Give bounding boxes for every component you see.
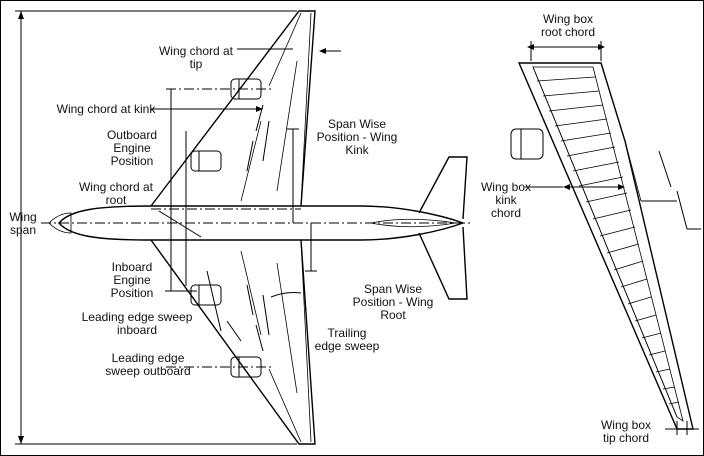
leader-chord-root <box>158 210 202 238</box>
leader-le-outboard <box>226 320 242 342</box>
label-wing-chord-tip: Wing chord at tip <box>158 44 234 71</box>
horizontal-tail <box>418 156 468 300</box>
wing-span-dimension <box>15 10 297 445</box>
span-position-root-dimension <box>305 223 317 272</box>
label-trailing-edge-sweep: Trailing edge sweep <box>314 326 380 353</box>
label-outboard-engine: Outboard Engine Position <box>106 128 158 168</box>
label-le-sweep-outboard: Leading edge sweep outboard <box>105 351 191 378</box>
span-position-kink-dimension <box>287 128 299 223</box>
engine-inboard-upper <box>190 150 222 172</box>
leader-le-inboard <box>206 270 222 332</box>
engine-inboard-lower <box>190 284 222 306</box>
label-wing-chord-root: Wing chord at root <box>78 180 154 207</box>
label-wing-box-root-chord: Wing box root chord <box>540 12 596 39</box>
label-wing-box-kink-chord: Wing box kink chord <box>480 180 532 220</box>
fuselage <box>48 205 466 241</box>
wing-box-drawing <box>510 41 701 435</box>
engine-position-dimension <box>165 89 197 292</box>
label-span-pos-root: Span Wise Position - Wing Root <box>352 282 434 322</box>
label-wing-box-tip-chord: Wing box tip chord <box>600 418 652 445</box>
label-inboard-engine: Inboard Engine Position <box>110 260 154 300</box>
wing-box-ribs <box>536 76 680 405</box>
lower-wing <box>150 239 316 445</box>
trailing-edge-arc <box>270 292 302 298</box>
label-wing-chord-kink: Wing chord at kink <box>56 102 156 116</box>
label-span-pos-kink: Span Wise Position - Wing Kink <box>316 117 398 157</box>
label-wing-span: Wing span <box>9 210 37 237</box>
label-le-sweep-inboard: Leading edge sweep inboard <box>81 310 193 337</box>
